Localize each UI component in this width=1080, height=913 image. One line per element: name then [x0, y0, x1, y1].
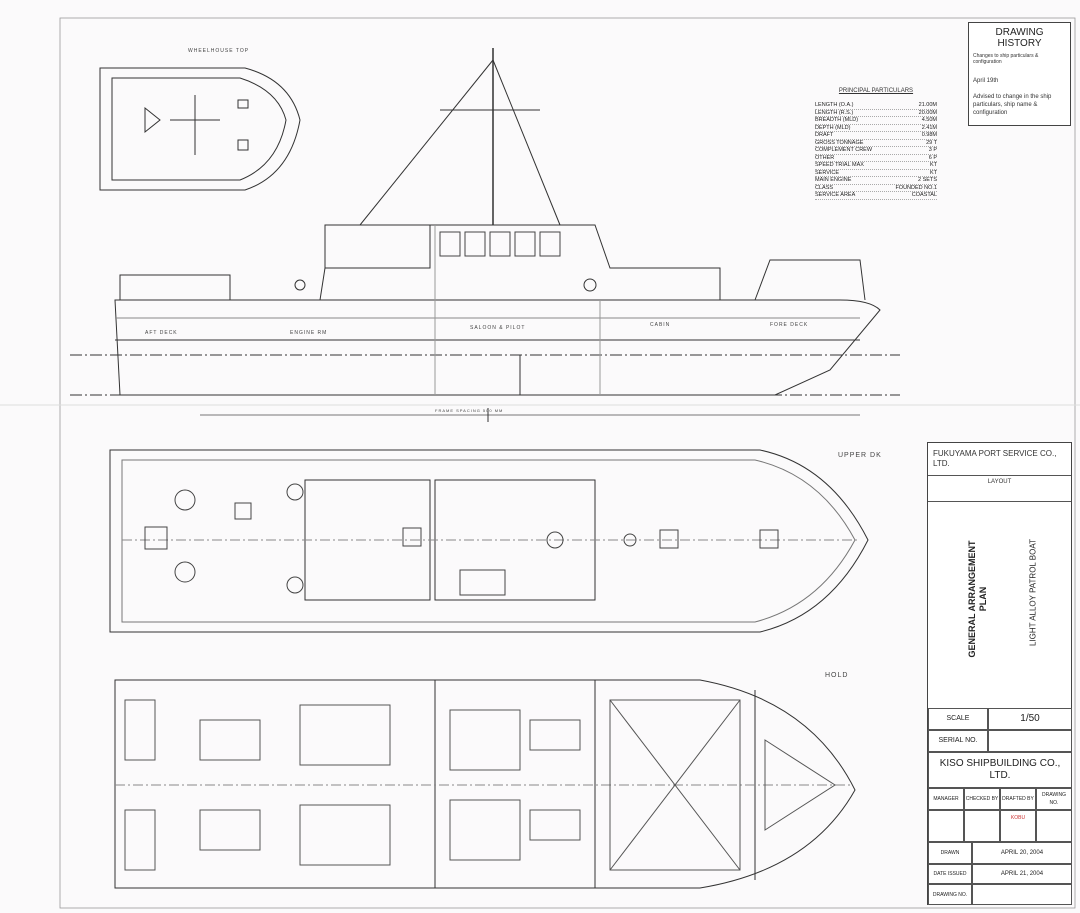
particulars-label: COMPLEMENT CREW [815, 147, 873, 153]
drawing-title: GENERAL ARRANGEMENT PLAN [967, 540, 988, 658]
particulars-row: CLASS FOUNDED NO.1 [815, 184, 937, 192]
drawing-no-value [972, 884, 1072, 905]
particulars-value: 6 P [928, 154, 937, 161]
role-drafted: DRAFTED BY [1000, 788, 1036, 810]
drawing-history: DRAWING HISTORY Changes to ship particul… [968, 22, 1071, 126]
profile-label-saloon: SALOON & PILOT [470, 325, 526, 331]
history-date: April 19th [973, 78, 999, 84]
profile-label-aft: AFT DECK [145, 330, 178, 336]
particulars-value: 0.98M [921, 132, 937, 138]
particulars-value: KT [929, 169, 937, 176]
wheelhouse-top-view [99, 67, 301, 191]
role-checked: CHECKED BY [964, 788, 1000, 810]
serial-label: SERIAL NO. [928, 730, 988, 752]
particulars-label: OTHER [815, 154, 835, 161]
particulars-value: 21.00M [918, 102, 937, 108]
sheet-border [59, 17, 1076, 909]
builder-name: KISO SHIPBUILDING CO., LTD. [928, 752, 1072, 788]
particulars-row: SPEED TRIAL MAX KT [815, 162, 937, 170]
particulars-row: SERVICE KT [815, 169, 937, 177]
particulars-row: MAIN ENGINE 2 SETS [815, 177, 937, 185]
particulars-label: LENGTH (O.A.) [815, 102, 854, 108]
role-drawing: DRAWING NO. [1036, 788, 1072, 810]
profile-label-engine: ENGINE RM [290, 330, 328, 336]
history-note: Advised to change in the ship particular… [973, 94, 1052, 116]
profile-label-fore: FORE DECK [770, 322, 809, 328]
owner-name: FUKUYAMA PORT SERVICE CO., LTD. [933, 449, 1057, 468]
particulars-title: PRINCIPAL PARTICULARS [838, 88, 914, 94]
upper-deck-label: UPPER DK [838, 452, 882, 459]
particulars-label: SPEED TRIAL MAX [815, 162, 864, 168]
hold-plan [114, 679, 856, 889]
sign-drawing [1036, 810, 1072, 842]
particulars-value: 20.00M [918, 109, 937, 116]
history-note-small: Changes to ship particulars & configurat… [973, 53, 1039, 65]
particulars-value: 2.41M [921, 124, 937, 131]
scale-value: 1/50 [988, 708, 1072, 730]
particulars-row: SERVICE AREA COASTAL [815, 192, 937, 200]
particulars-row: OTHER 6 P [815, 154, 937, 162]
particulars-row: LENGTH (R.S.) 20.00M [815, 109, 937, 117]
layout-label: LAYOUT [987, 479, 1012, 485]
upper-deck-plan [109, 449, 869, 633]
inset-label: WHEELHOUSE TOP [188, 48, 250, 54]
particulars-value: FOUNDED NO.1 [895, 184, 937, 191]
hold-label: HOLD [825, 672, 849, 679]
particulars-value: 3 P [928, 147, 937, 153]
particulars-label: CLASS [815, 184, 834, 191]
particulars-value: 29 T [926, 139, 937, 146]
particulars-row: BREADTH (MLD) 4.50M [815, 117, 937, 125]
sign-manager [928, 810, 964, 842]
particulars-row: COMPLEMENT CREW 3 P [815, 147, 937, 155]
role-manager: MANAGER [928, 788, 964, 810]
particulars-value: 2 SETS [918, 177, 937, 183]
particulars-row: LENGTH (O.A.) 21.00M [815, 102, 937, 110]
profile-view [70, 48, 900, 422]
vessel-name: LIGHT ALLOY PATROL BOAT [1028, 539, 1038, 646]
issued-label: DATE ISSUED [928, 864, 972, 884]
particulars-label: DRAFT [815, 132, 834, 138]
drawing-history-title: DRAWING HISTORY [995, 27, 1044, 49]
particulars-row: GROSS TONNAGE 29 T [815, 139, 937, 147]
sign-checked [964, 810, 1000, 842]
title-block: FUKUYAMA PORT SERVICE CO., LTD. LAYOUT G… [927, 442, 1072, 905]
drafter-stamp: KOBU [1000, 810, 1036, 842]
serial-value [988, 730, 1072, 752]
scale-label: SCALE [928, 708, 988, 730]
issued-date: APRIL 21, 2004 [972, 864, 1072, 884]
particulars-label: LENGTH (R.S.) [815, 109, 854, 116]
particulars-label: GROSS TONNAGE [815, 139, 864, 146]
particulars-value: 4.50M [921, 117, 937, 123]
particulars-row: DEPTH (MLD) 2.41M [815, 124, 937, 132]
drawn-label: DRAWN [928, 842, 972, 864]
particulars-label: SERVICE [815, 169, 840, 176]
particulars-value: COASTAL [911, 192, 937, 198]
particulars-row: DRAFT 0.98M [815, 132, 937, 140]
particulars-label: BREADTH (MLD) [815, 117, 859, 123]
frame-note: FRAME SPACING 500 MM [435, 408, 504, 413]
profile-label-cabin: CABIN [650, 322, 671, 328]
particulars-value: KT [929, 162, 937, 168]
drawn-date: APRIL 20, 2004 [972, 842, 1072, 864]
principal-particulars: PRINCIPAL PARTICULARS LENGTH (O.A.) 21.00… [815, 88, 937, 200]
particulars-label: DEPTH (MLD) [815, 124, 851, 131]
particulars-label: MAIN ENGINE [815, 177, 852, 183]
particulars-label: SERVICE AREA [815, 192, 856, 198]
drawing-no-label: DRAWING NO. [928, 884, 972, 905]
